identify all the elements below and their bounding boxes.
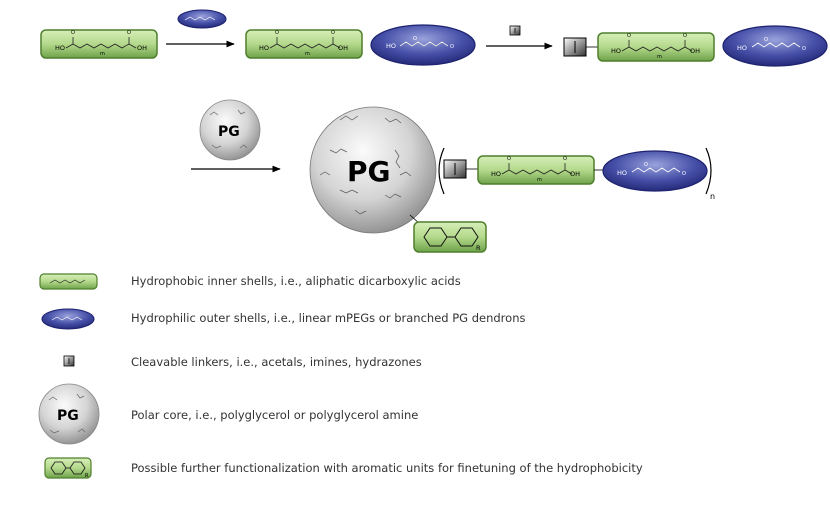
pg-label: PG xyxy=(218,124,240,140)
o-label: O xyxy=(682,171,686,177)
o-label: O xyxy=(71,30,75,36)
o-label: O xyxy=(450,44,454,50)
hydrophilic-shell-3: HO O O xyxy=(602,150,708,192)
m-index: m xyxy=(100,51,105,57)
ho-label: HO xyxy=(386,42,396,50)
legend-text-core: Polar core, i.e., polyglycerol or polygl… xyxy=(131,408,419,422)
hydrophobic-shell-3: HO OH O O m xyxy=(597,32,715,62)
aromatic-unit-icon: R xyxy=(44,457,92,479)
ho-label: HO xyxy=(259,44,269,52)
hydrophilic-shell-icon xyxy=(41,308,95,330)
cleavable-linker-reagent xyxy=(509,25,521,36)
legend-text-hydrophilic: Hydrophilic outer shells, i.e., linear m… xyxy=(131,311,526,325)
o-label: O xyxy=(683,33,687,39)
cleavable-linker-icon xyxy=(63,355,75,367)
o-label: O xyxy=(127,30,131,36)
aromatic-unit-product: R xyxy=(413,221,487,253)
m-index: m xyxy=(305,51,310,57)
r-label: R xyxy=(476,244,481,252)
o-label: O xyxy=(507,156,511,162)
legend-text-hydrophobic: Hydrophobic inner shells, i.e., aliphati… xyxy=(131,274,461,288)
hydrophilic-shell-2: HO O O xyxy=(722,25,828,67)
hydrophobic-shell-1: HO OH O O m xyxy=(40,29,158,59)
hydrophilic-shell-1: HO O O xyxy=(370,24,476,66)
polar-core-reagent: PG xyxy=(199,99,261,161)
polar-core-product: PG xyxy=(309,106,437,234)
pg-label: PG xyxy=(57,408,79,424)
open-bracket xyxy=(438,147,445,195)
hydrophilic-shell-reagent xyxy=(177,9,227,29)
m-index: m xyxy=(537,177,542,183)
oh-label: OH xyxy=(690,47,700,55)
cleavable-linker-2 xyxy=(443,159,467,179)
ho-label: HO xyxy=(491,170,501,178)
o-label: O xyxy=(413,36,417,42)
o-label: O xyxy=(331,30,335,36)
hydrophobic-shell-icon xyxy=(39,273,98,290)
pg-label: PG xyxy=(347,155,391,188)
ho-label: HO xyxy=(737,44,747,52)
cleavable-linker-1 xyxy=(563,37,587,57)
legend-text-linker: Cleavable linkers, i.e., acetals, imines… xyxy=(131,355,422,369)
ho-label: HO xyxy=(611,47,621,55)
o-label: O xyxy=(802,46,806,52)
o-label: O xyxy=(563,156,567,162)
o-label: O xyxy=(764,37,768,43)
oh-label: OH xyxy=(570,170,580,178)
n-index: n xyxy=(710,192,715,201)
o-label: O xyxy=(644,162,648,168)
ho-label: HO xyxy=(617,169,627,177)
close-bracket xyxy=(705,147,712,195)
polar-core-icon: PG xyxy=(38,383,100,445)
legend-text-aromatic: Possible further functionalization with … xyxy=(131,461,643,475)
r-label: R xyxy=(85,473,89,479)
ho-label: HO xyxy=(55,44,65,52)
o-label: O xyxy=(627,33,631,39)
oh-label: OH xyxy=(137,44,147,52)
m-index: m xyxy=(657,54,662,60)
o-label: O xyxy=(275,30,279,36)
hydrophobic-shell-2: HO OH O O m xyxy=(245,29,363,59)
hydrophobic-shell-4: HO OH O O m xyxy=(477,155,595,185)
oh-label: OH xyxy=(338,44,348,52)
